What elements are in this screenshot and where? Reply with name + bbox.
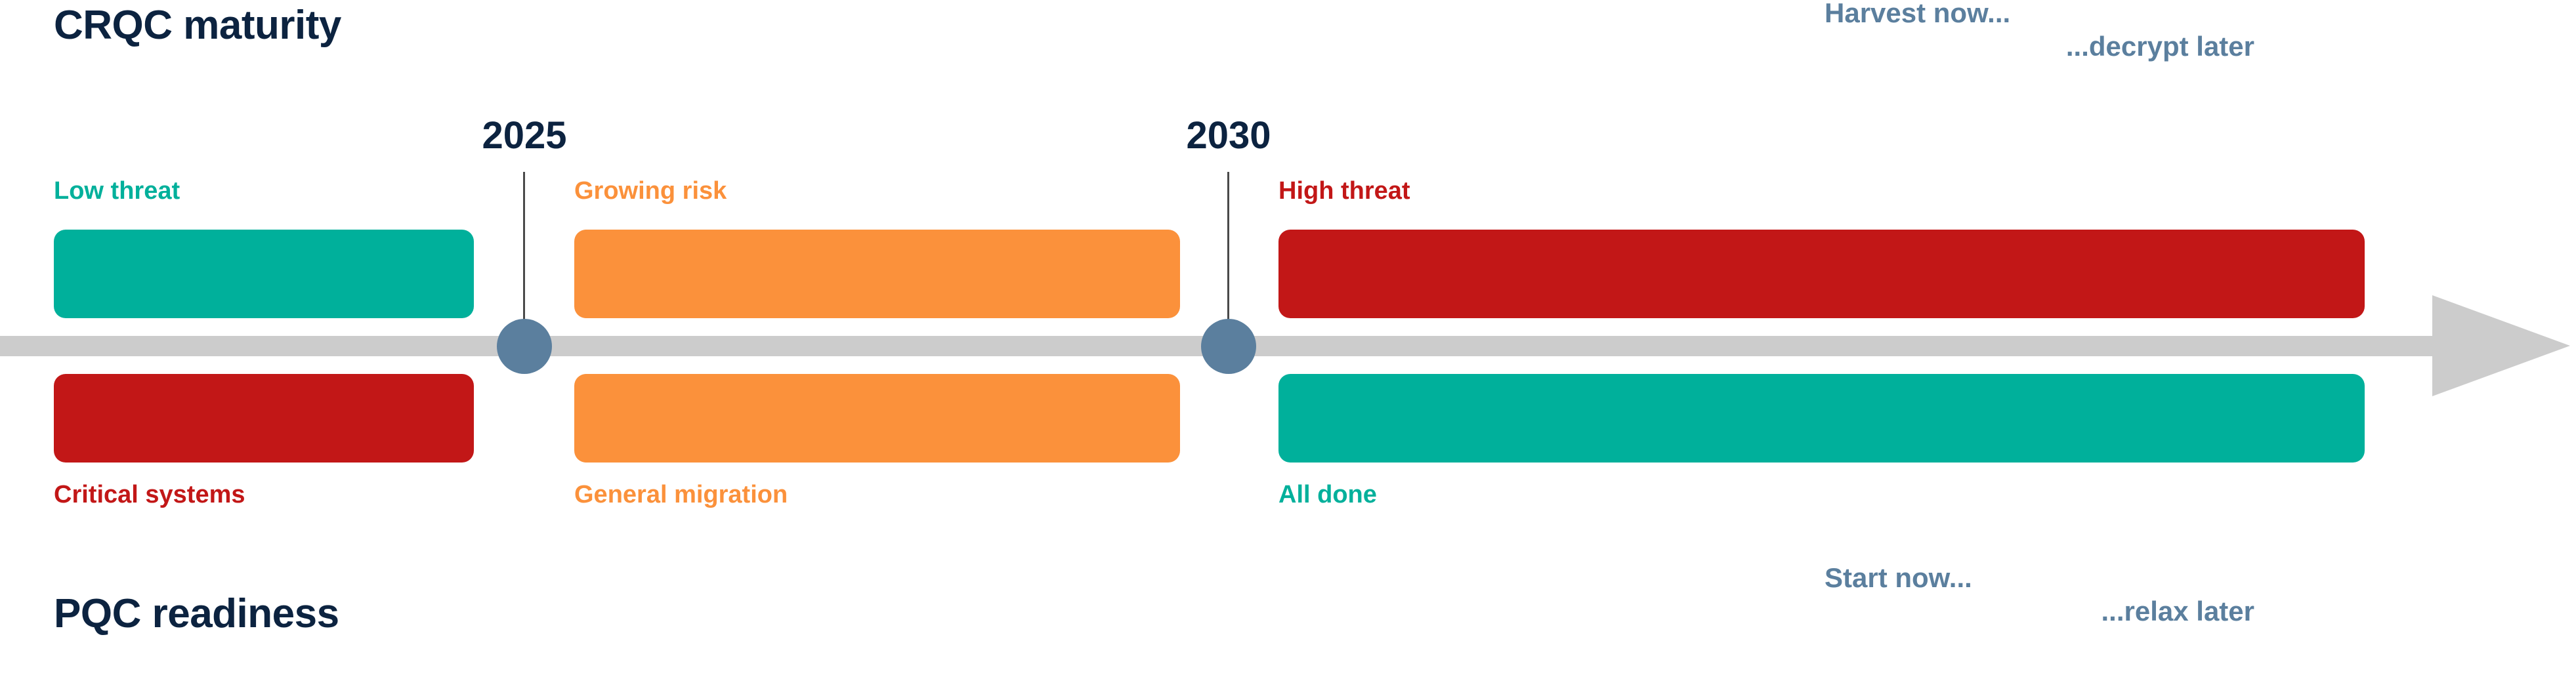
bar-general-migration: [574, 374, 1180, 463]
annotation-line-2: ...decrypt later: [2065, 31, 2254, 62]
bar-label-high-threat: High threat: [1278, 177, 1410, 205]
annotation-line-1: Harvest now...: [1825, 0, 2011, 28]
bar-low-threat: [54, 230, 474, 318]
bar-label-growing-risk: Growing risk: [574, 177, 727, 205]
milestone-connector-line-2025: [523, 172, 525, 321]
milestone-year-2025: 2025: [482, 114, 567, 157]
bar-high-threat: [1278, 230, 2365, 318]
bar-label-general-migration: General migration: [574, 481, 788, 508]
start-now-relax-later-annotation: Start now... ...relax later: [1825, 561, 2254, 628]
annotation-line-1: Start now...: [1825, 562, 1972, 593]
timeline-arrow-icon: [2432, 295, 2570, 396]
milestone-connector-line-2030: [1227, 172, 1229, 321]
milestone-dot-2025: [497, 319, 552, 374]
bar-growing-risk: [574, 230, 1180, 318]
crqc-maturity-title: CRQC maturity: [54, 3, 341, 48]
bar-label-low-threat: Low threat: [54, 177, 180, 205]
pqc-readiness-title: PQC readiness: [54, 591, 339, 636]
bar-critical-systems: [54, 374, 474, 463]
annotation-line-2: ...relax later: [2101, 596, 2254, 627]
harvest-now-decrypt-later-annotation: Harvest now... ...decrypt later: [1825, 0, 2254, 63]
bar-all-done: [1278, 374, 2365, 463]
milestone-year-2030: 2030: [1186, 114, 1271, 157]
bar-label-all-done: All done: [1278, 481, 1377, 508]
milestone-dot-2030: [1201, 319, 1256, 374]
bar-label-critical-systems: Critical systems: [54, 481, 245, 508]
